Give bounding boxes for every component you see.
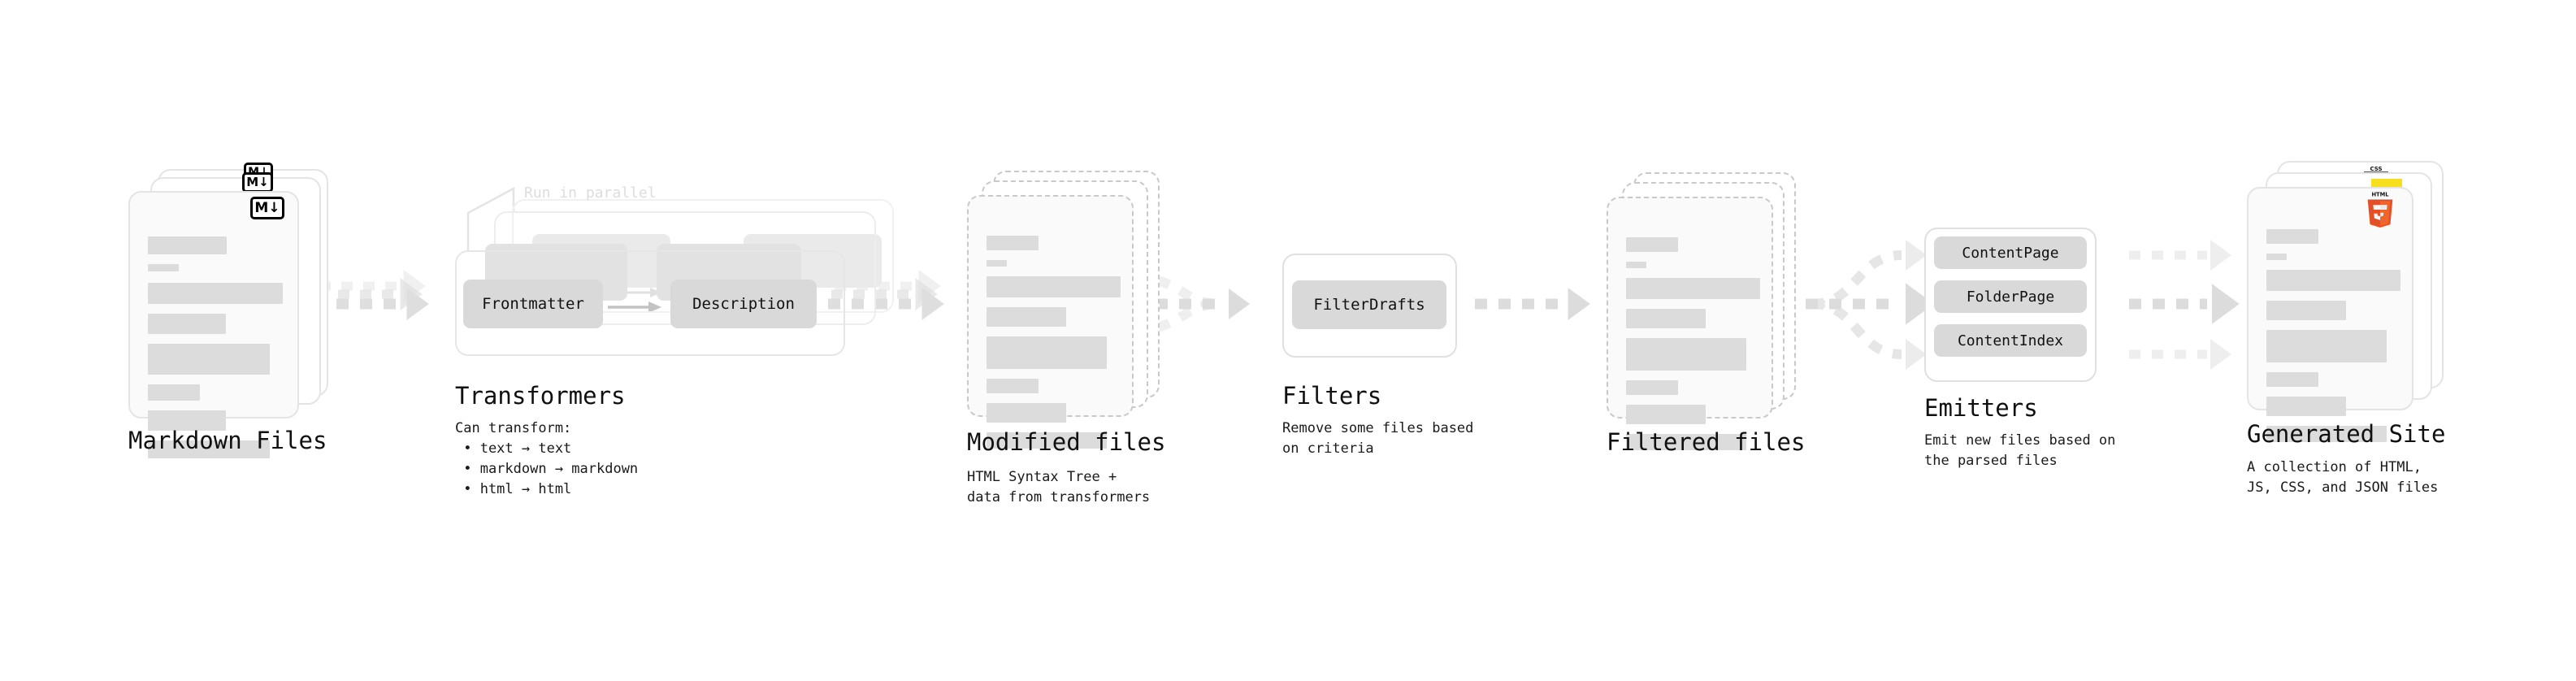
- site-card-bars: [2266, 229, 2400, 452]
- transformer-chip-description[interactable]: Description: [670, 280, 817, 328]
- markdown-logo-icon-back-1: M↓: [242, 172, 273, 193]
- site-card-front: [2247, 187, 2413, 442]
- transformer-chip-frontmatter[interactable]: Frontmatter: [463, 280, 603, 328]
- modified-card-bars: [987, 236, 1121, 458]
- arrow-filtered-to-emitters: [1806, 240, 1935, 370]
- svg-text:CSS: CSS: [2370, 166, 2382, 172]
- arrow-markdown-to-transformers: [313, 270, 429, 320]
- markdown-card-bars: [148, 236, 283, 468]
- emitters-chip-contentindex[interactable]: ContentIndex: [1934, 324, 2087, 357]
- stage-subtitle-modified-files: HTML Syntax Tree + data from transformer…: [967, 469, 1151, 505]
- stage-title-transformers: Transformers: [455, 382, 626, 410]
- stage-title-filtered-files: Filtered files: [1607, 428, 1806, 456]
- stage-title-filters: Filters: [1282, 382, 1382, 410]
- arrow-filters-to-filtered: [1475, 288, 1590, 320]
- markdown-logo-icon[interactable]: M↓: [250, 197, 284, 219]
- modified-card-front: [967, 195, 1134, 449]
- stage-subtitle-emitters: Emit new files based on the parsed files: [1924, 432, 2116, 469]
- filtered-card-bars: [1626, 237, 1760, 460]
- stage-title-generated-site: Generated Site: [2247, 420, 2446, 448]
- stage-title-modified-files: Modified files: [967, 428, 1166, 456]
- stage-subtitle-generated-site: A collection of HTML, JS, CSS, and JSON …: [2247, 459, 2439, 496]
- stage-subtitle-transformers: Can transform: • text → text • markdown …: [455, 420, 639, 497]
- html5-logo-icon: HTML: [2367, 192, 2393, 228]
- stage-subtitle-filters: Remove some files based on criteria: [1282, 420, 1474, 457]
- run-in-parallel-label: Run in parallel: [524, 184, 657, 202]
- html5-logo-wordmark: HTML: [2371, 192, 2389, 198]
- filters-chip-filterdrafts[interactable]: FilterDrafts: [1292, 280, 1446, 329]
- emitters-chip-contentpage[interactable]: ContentPage: [1934, 236, 2087, 269]
- markdown-card-front: [128, 191, 299, 458]
- stage-title-emitters: Emitters: [1924, 394, 2038, 422]
- emitters-chip-folderpage[interactable]: FolderPage: [1934, 280, 2087, 313]
- transformer-group-front: [455, 250, 845, 356]
- stage-title-markdown-files: Markdown Files: [128, 427, 327, 454]
- arrow-emitters-to-site: [2129, 240, 2240, 370]
- filtered-card-front: [1607, 197, 1773, 450]
